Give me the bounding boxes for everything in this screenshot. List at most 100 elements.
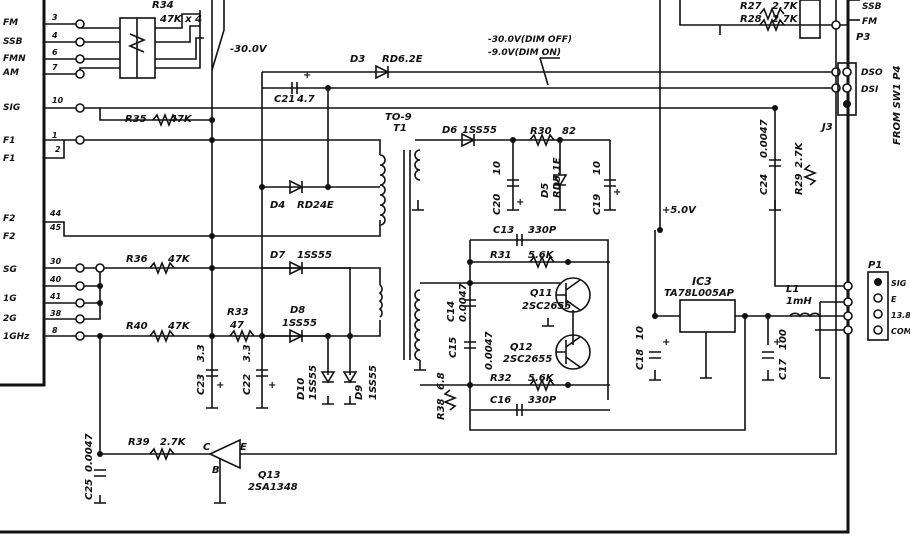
terminal-rings — [75, 19, 853, 341]
c15-label: C15 — [448, 337, 459, 358]
wires — [44, 0, 860, 455]
c25-label: C25 — [84, 479, 95, 500]
r39-label: R39 — [128, 437, 150, 448]
plus-c19: + — [613, 187, 621, 198]
r34-label: R34 — [152, 0, 174, 11]
r36-label: R36 — [126, 254, 148, 265]
c23-label: C23 — [196, 374, 207, 395]
r27-value: 2.7K — [772, 1, 799, 12]
q13-value: 2SA1348 — [248, 482, 298, 493]
pin-label-f2a: F2 — [3, 214, 15, 224]
pin-label-sg: SG — [3, 265, 17, 275]
connector-labels: SSB FM P3 DSO DSI J3 P1 SIG E 13.8 COM — [820, 2, 910, 336]
ground-symbols — [94, 185, 830, 504]
t1-label: T1 — [393, 123, 407, 134]
r32-label: R32 — [490, 373, 512, 384]
r40-label: R40 — [126, 321, 148, 332]
pin-num-38: 38 — [50, 309, 62, 318]
pin-label-fm: FM — [3, 18, 18, 28]
p3-label: P3 — [856, 32, 870, 43]
p1-pin-e: E — [891, 295, 897, 304]
plus-c21: + — [303, 70, 311, 81]
r35-label: R35 — [125, 114, 147, 125]
r31-value: 5.6K — [528, 250, 555, 261]
plus-c22: + — [268, 380, 276, 391]
pin-label-ssb: SSB — [3, 37, 23, 47]
c23-value: 3.3 — [196, 344, 207, 362]
pin-num-8: 8 — [52, 326, 58, 335]
ic3-label: IC3 — [692, 275, 712, 288]
d8-value: 1SS55 — [282, 318, 317, 329]
d7-label: D7 — [270, 250, 285, 261]
j3-label: J3 — [820, 122, 833, 133]
p3-pin-ssb: SSB — [862, 2, 882, 12]
net-labels: -30.0V -30.0V(DIM OFF) -9.0V(DIM ON) +5.… — [216, 35, 781, 391]
r38-value: 6.8 — [436, 372, 447, 390]
c18-label: C18 — [635, 349, 646, 370]
q12-label: Q12 — [510, 342, 532, 353]
plus-c23: + — [216, 380, 224, 391]
c14-label: C14 — [446, 301, 457, 322]
d5-value: RD5.1E — [552, 157, 563, 198]
q12-value: 2SC2655 — [503, 354, 552, 365]
r35-value: 47K — [169, 114, 193, 125]
r27-label: R27 — [740, 1, 762, 12]
q11-label: Q11 — [530, 288, 552, 299]
t1-value: TO-9 — [385, 112, 412, 123]
pin-num-6: 6 — [52, 48, 58, 57]
r30-value: 82 — [562, 126, 576, 137]
c16-label: C16 — [490, 395, 511, 406]
r38-label: R38 — [436, 398, 447, 420]
pin-label-f1a: F1 — [3, 136, 15, 146]
q13-label: Q13 — [258, 470, 280, 481]
r29-value: 2.7K — [794, 141, 805, 168]
p1-pin-com: COM — [891, 327, 910, 336]
j3-body — [837, 62, 857, 116]
inductor-symbols — [378, 149, 821, 361]
ic3-body — [679, 299, 736, 333]
c16-value: 330P — [528, 395, 557, 406]
plus-c18: + — [662, 337, 670, 348]
d6-label: D6 — [442, 125, 457, 136]
q13-c: C — [203, 442, 211, 453]
net-dim-on: -9.0V(DIM ON) — [488, 48, 561, 58]
d9-value: 1SS55 — [368, 365, 379, 400]
vertical-labels: C23 3.3 C22 3.3 C25 0.0047 C20 10 C19 10… — [84, 66, 903, 500]
d3-value: RD6.2E — [382, 54, 423, 65]
pin-label-f1b: F1 — [3, 154, 15, 164]
d6-value: 1SS55 — [462, 125, 497, 136]
p1-pin-138: 13.8 — [891, 311, 910, 320]
c15-value: 0.0047 — [484, 331, 495, 370]
r33-value: 47 — [229, 320, 244, 331]
c24-label: C24 — [759, 174, 770, 195]
c22-value: 3.3 — [242, 344, 253, 362]
pin-num-4: 4 — [51, 31, 58, 40]
r39-value: 2.7K — [160, 437, 187, 448]
pin-num-40: 40 — [49, 275, 62, 284]
pin-label-1g: 1G — [3, 294, 17, 304]
pin-num-44: 44 — [49, 209, 62, 218]
j3-pin-dsi: DSI — [861, 85, 879, 95]
pin-num-30: 30 — [50, 257, 62, 266]
r34-value: 47K x 4 — [159, 14, 202, 25]
c18-value: 10 — [635, 326, 646, 340]
d4-value: RD24E — [297, 200, 334, 211]
d5-label: D5 — [540, 183, 551, 198]
p1-body — [867, 271, 889, 341]
l1-value: 1mH — [786, 296, 812, 307]
from-sw-label: FROM SW1 P4 — [892, 66, 903, 145]
pin-label-1ghz: 1GHz — [3, 332, 30, 342]
p3-body — [799, 0, 821, 39]
pin-num-7: 7 — [52, 63, 58, 72]
d9-label: D9 — [354, 385, 365, 400]
pin-label-am: AM — [2, 68, 19, 78]
c22-label: C22 — [242, 374, 253, 395]
net-neg30: -30.0V — [230, 44, 268, 55]
c17-label: C17 — [778, 359, 789, 380]
connector-left: FM SSB FMN AM SIG F1 F1 F2 F2 SG 1G 2G 1… — [2, 13, 64, 342]
c21-value: 4.7 — [296, 94, 315, 105]
junction-dots — [97, 85, 778, 457]
q13-e: E — [240, 442, 247, 453]
c25-value: 0.0047 — [84, 433, 95, 472]
c13-value: 330P — [528, 225, 557, 236]
